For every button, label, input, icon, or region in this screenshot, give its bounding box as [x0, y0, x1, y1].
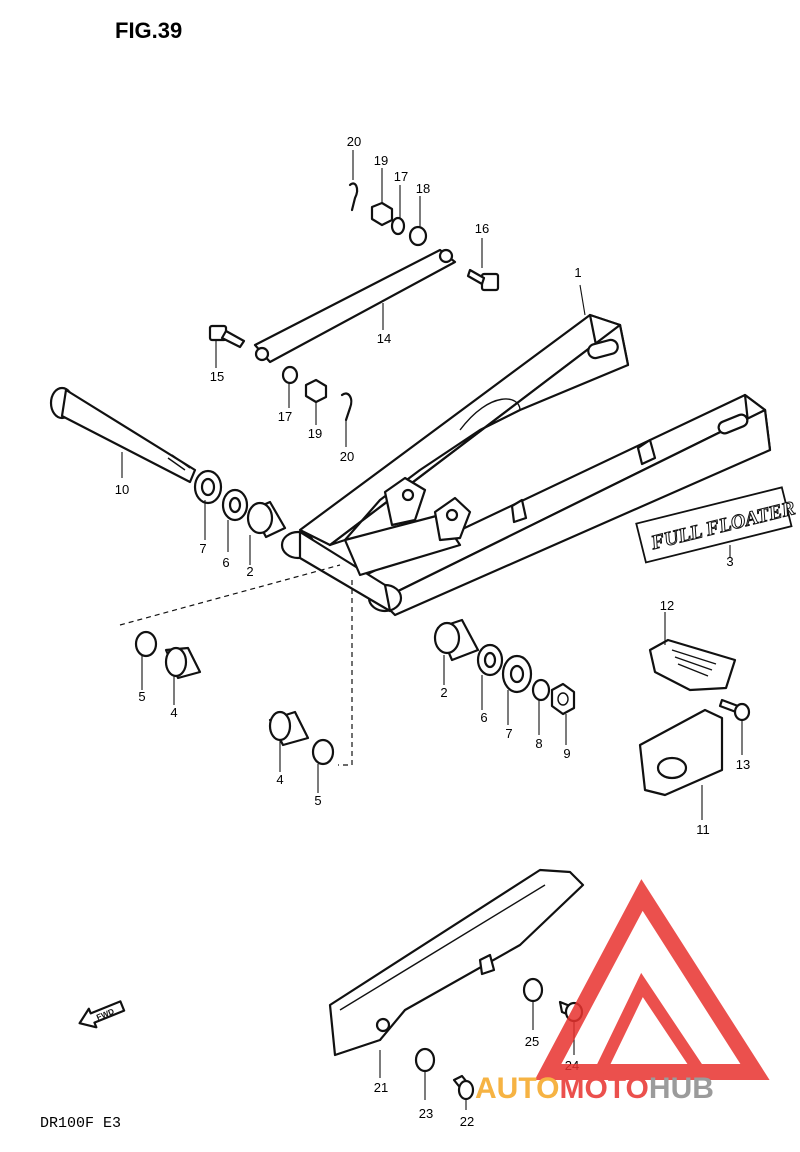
fwd-label: FWD	[95, 1007, 115, 1022]
callout-6: 6	[222, 555, 229, 570]
callout-11: 11	[696, 822, 710, 837]
callout-5: 5	[314, 793, 321, 808]
washer-17-top	[390, 216, 406, 236]
collar-25	[522, 977, 544, 1003]
callout-21: 21	[374, 1080, 388, 1095]
callout-4: 4	[170, 705, 177, 720]
callout-5: 5	[138, 689, 145, 704]
callout-13: 13	[736, 757, 750, 772]
model-code: DR100F E3	[40, 1115, 121, 1132]
cotter-pin-20-top	[348, 182, 359, 212]
bearing-2-right	[433, 618, 480, 662]
figure-title: FIG.39	[115, 18, 182, 43]
callout-3: 3	[726, 554, 733, 569]
callout-19: 19	[308, 426, 322, 441]
callout-25: 25	[525, 1034, 539, 1049]
bushing-4-left	[164, 646, 202, 680]
swing-arm	[280, 313, 772, 617]
washer-8	[531, 678, 551, 702]
callout-8: 8	[535, 736, 542, 751]
link-rod	[253, 248, 457, 364]
nut-19-mid	[304, 378, 328, 404]
chain-guide-12	[648, 638, 737, 692]
callout-20: 20	[340, 449, 354, 464]
washer-17-mid	[281, 365, 299, 385]
nut-19-top	[370, 201, 394, 227]
callout-7: 7	[505, 726, 512, 741]
washer-5-left	[134, 630, 158, 658]
bolt-13	[718, 698, 751, 722]
callout-9: 9	[563, 746, 570, 761]
bearing-2-left	[246, 500, 287, 539]
callout-19: 19	[374, 153, 388, 168]
callout-18: 18	[416, 181, 430, 196]
callout-7: 7	[199, 541, 206, 556]
bolt-15	[208, 324, 246, 349]
callout-12: 12	[660, 598, 674, 613]
collar-23	[414, 1047, 436, 1073]
callout-15: 15	[210, 369, 224, 384]
bushing-4-lower	[268, 710, 310, 747]
callout-17: 17	[394, 169, 408, 184]
callout-2: 2	[440, 685, 447, 700]
automotohub-watermark: AUTOMOTOHUB	[475, 879, 770, 1105]
callout-14: 14	[377, 331, 391, 346]
washer-5-lower	[311, 738, 335, 766]
pivot-shaft	[49, 386, 197, 484]
bolt-22	[452, 1074, 475, 1101]
callout-22: 22	[460, 1114, 474, 1129]
bolt-16	[466, 268, 500, 292]
callout-numbers: 1 2 2 3 4 4 5 5 6 6 7 7 8 9 10 11 12 13 …	[115, 134, 750, 1129]
callout-4: 4	[276, 772, 283, 787]
chain-adjuster-11	[638, 708, 724, 797]
cotter-pin-20-mid	[340, 392, 353, 422]
washer-18	[408, 225, 428, 247]
callout-20: 20	[347, 134, 361, 149]
forward-arrow: FWD	[78, 1000, 126, 1029]
callout-10: 10	[115, 482, 129, 497]
callout-2: 2	[246, 564, 253, 579]
chain-case-21	[328, 868, 585, 1057]
watermark-brand: AUTOMOTOHUB	[475, 1072, 714, 1105]
nut-9	[550, 682, 576, 716]
callout-17: 17	[278, 409, 292, 424]
callout-6: 6	[480, 710, 487, 725]
callout-1: 1	[574, 265, 581, 280]
callout-16: 16	[475, 221, 489, 236]
callout-23: 23	[419, 1106, 433, 1121]
